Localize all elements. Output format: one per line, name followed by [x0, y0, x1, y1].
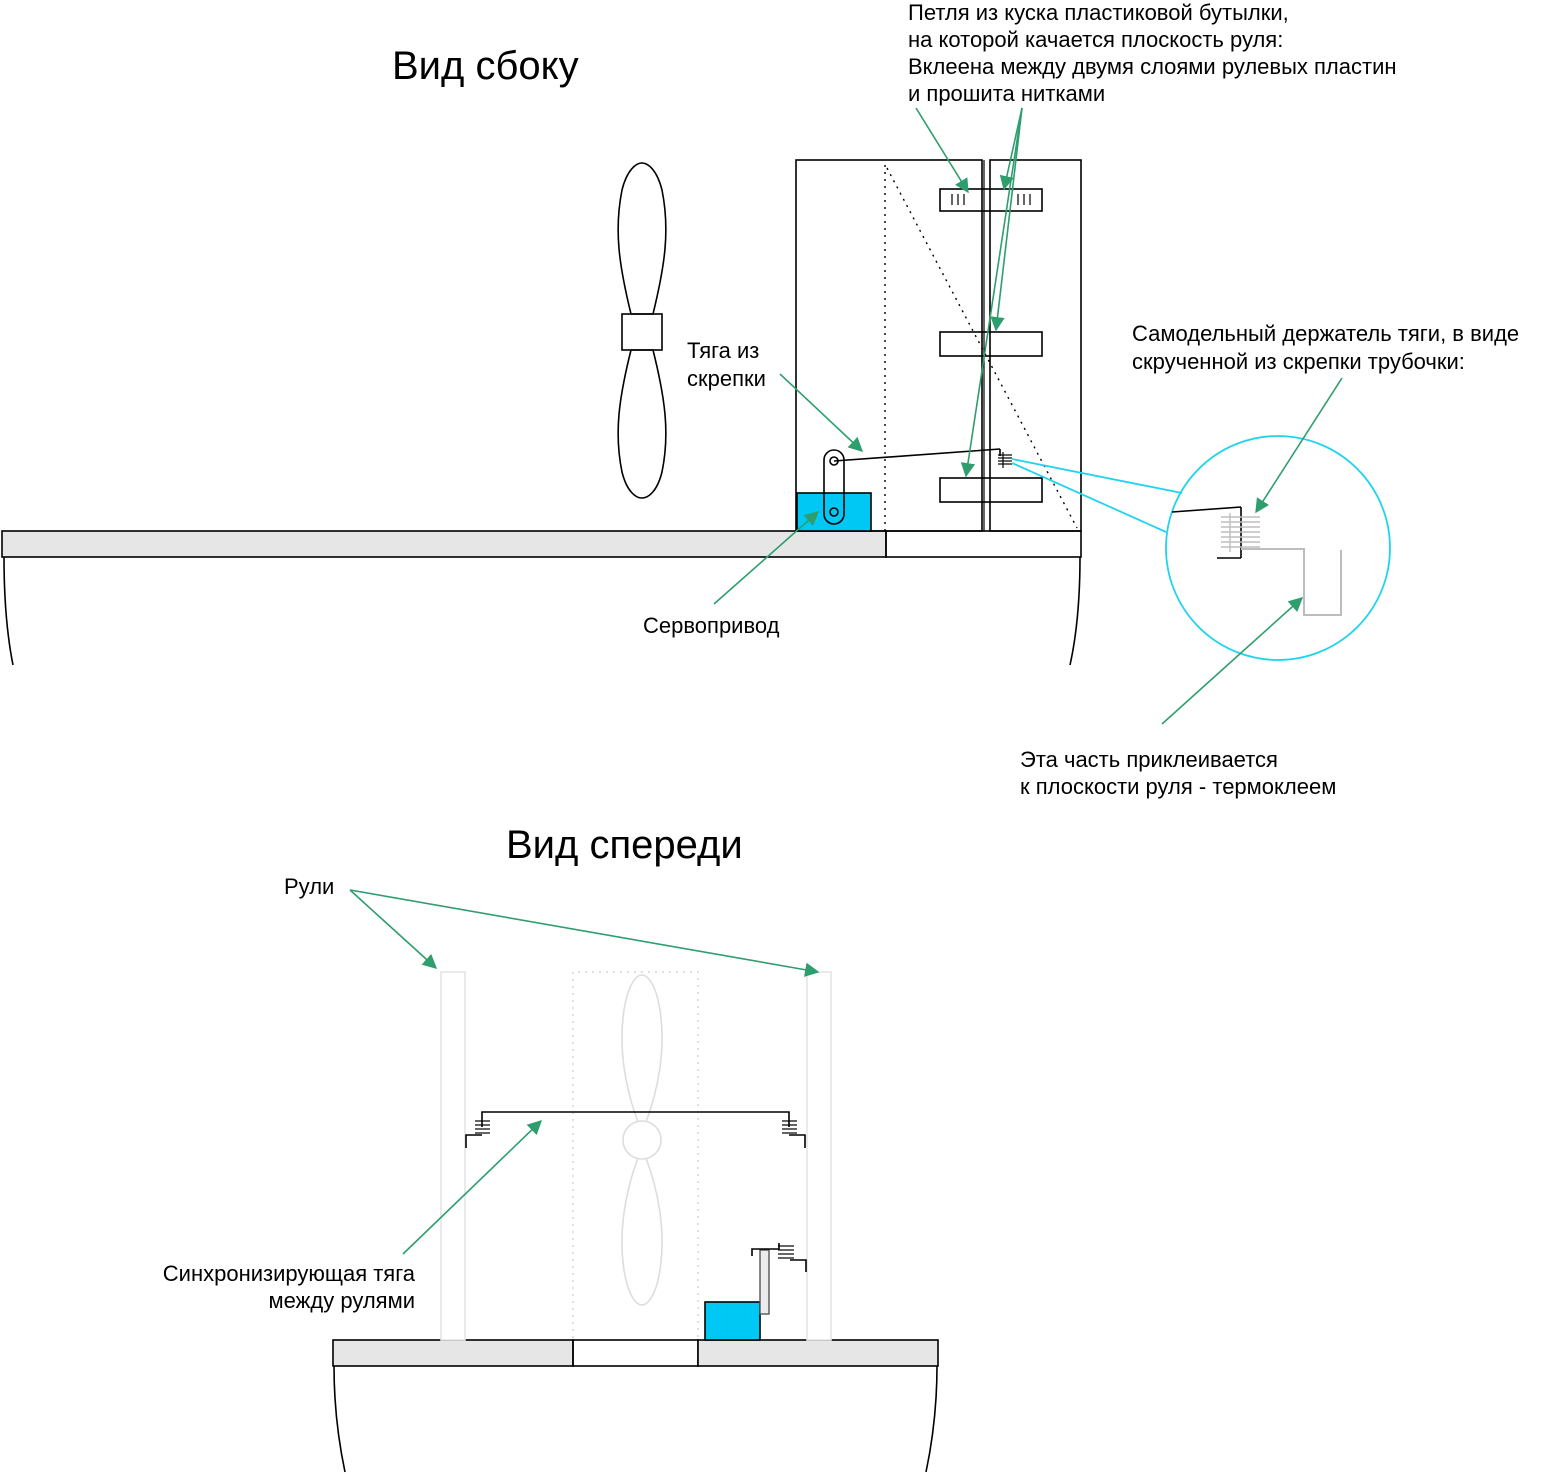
hinge-loops: [939, 188, 1043, 503]
front-view-title: Вид спереди: [506, 823, 743, 867]
side-rudder: [795, 159, 1082, 532]
svg-text:скрепки: скрепки: [687, 366, 766, 391]
side-propeller: [617, 162, 667, 499]
servo-label: Сервопривод: [643, 613, 780, 638]
front-rudders: [440, 971, 832, 1341]
front-servo: [704, 1243, 807, 1341]
front-sync-rod: [465, 1111, 806, 1148]
sync-rod-label: Синхронизирующая тяга между рулями: [163, 1261, 416, 1313]
holder-label: Самодельный держатель тяги, в виде скруч…: [1132, 321, 1519, 374]
side-arrows: [713, 107, 1343, 725]
svg-text:Самодельный держатель тяги, в: Самодельный держатель тяги, в виде: [1132, 321, 1519, 346]
front-hull: [332, 1339, 939, 1473]
svg-text:на которой качается плоскость: на которой качается плоскость руля:: [908, 27, 1283, 52]
side-hull: [1, 530, 1082, 666]
side-view-title: Вид сбоку: [392, 44, 579, 88]
svg-text:Эта часть приклеивается: Эта часть приклеивается: [1020, 747, 1278, 772]
hinge-loop-label: Петля из куска пластиковой бутылки, на к…: [908, 0, 1397, 106]
pushrod-label: Тяга из скрепки: [687, 338, 766, 391]
svg-text:к плоскости руля - термоклеем: к плоскости руля - термоклеем: [1020, 774, 1336, 799]
svg-text:и прошита нитками: и прошита нитками: [908, 81, 1105, 106]
rudders-label: Рули: [284, 874, 334, 899]
svg-text:Петля из куска пластиковой бут: Петля из куска пластиковой бутылки,: [908, 0, 1289, 25]
svg-text:между рулями: между рулями: [269, 1288, 415, 1313]
svg-text:Синхронизирующая тяга: Синхронизирующая тяга: [163, 1261, 416, 1286]
svg-text:Тяга из: Тяга из: [687, 338, 759, 363]
svg-text:скрученной из скрепки трубочки: скрученной из скрепки трубочки:: [1132, 349, 1465, 374]
zoom-callout: [1011, 435, 1391, 661]
glued-part-label: Эта часть приклеивается к плоскости руля…: [1020, 747, 1336, 799]
front-arrows: [349, 889, 820, 1255]
side-servo: [796, 449, 872, 532]
front-propeller: [572, 971, 699, 1338]
svg-text:Вклеена между двумя слоями рул: Вклеена между двумя слоями рулевых пласт…: [908, 54, 1397, 79]
side-pushrod: [833, 448, 1012, 468]
